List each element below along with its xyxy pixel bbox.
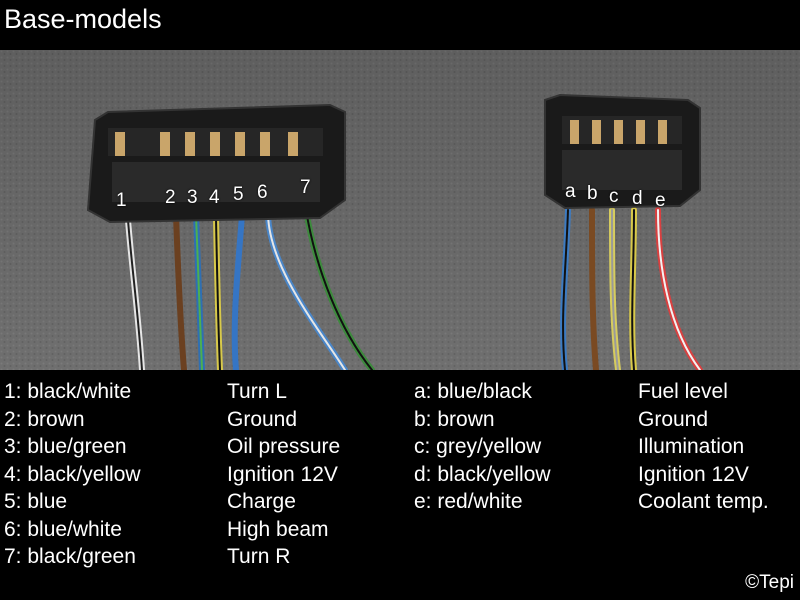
page-title: Base-models <box>4 4 162 34</box>
left-wire-list: 1: black/white 2: brown 3: blue/green 4:… <box>4 378 141 571</box>
right-wire-item: c: grey/yellow <box>414 435 542 458</box>
pin-label-5: 5 <box>233 184 244 205</box>
left-wire-item: 6: blue/white <box>4 517 122 541</box>
right-wire-item: e: red/white <box>414 490 523 513</box>
left-function-item: High beam <box>227 517 329 541</box>
wire-brown <box>173 212 187 370</box>
right-function-item: Ground <box>638 407 709 431</box>
pin-label-a: a <box>565 181 576 202</box>
right-wire-item: b: brown <box>414 407 495 431</box>
left-function-item: Ground <box>227 407 298 431</box>
connector-photo-drawing <box>0 50 800 370</box>
left-function-item: Turn R <box>227 545 291 568</box>
left-wire-item: 3: blue/green <box>4 435 127 458</box>
left-wire-item: 5: blue <box>4 490 68 513</box>
right-wire-item: d: black/yellow <box>414 462 551 486</box>
pin-label-b: b <box>587 183 598 204</box>
left-function-item: Turn L <box>227 380 287 403</box>
pin-label-7: 7 <box>300 177 311 198</box>
left-wire-item: 4: black/yellow <box>4 462 141 486</box>
pin-label-1: 1 <box>116 190 127 211</box>
pin-label-4: 4 <box>209 187 220 208</box>
left-function-item: Oil pressure <box>227 435 341 458</box>
left-function-list: Turn L Ground Oil pressure Ignition 12V … <box>227 378 340 571</box>
pin-label-3: 3 <box>187 187 198 208</box>
left-function-item: Charge <box>227 490 296 513</box>
left-function-item: Ignition 12V <box>227 462 338 486</box>
wire-blue <box>231 212 245 370</box>
right-function-item: Fuel level <box>638 380 728 403</box>
right-function-item: Coolant temp. <box>638 490 769 513</box>
wire-brown-right <box>589 207 599 370</box>
right-connector-wires <box>560 207 703 370</box>
right-function-list: Fuel level Ground Illumination Ignition … <box>638 378 769 516</box>
left-wire-item: 1: black/white <box>4 380 132 403</box>
right-wire-list: a: blue/black b: brown c: grey/yellow d:… <box>414 378 551 516</box>
pin-label-c: c <box>609 186 619 207</box>
right-wire-item: a: blue/black <box>414 380 532 403</box>
pin-label-e: e <box>655 190 666 211</box>
right-function-item: Illumination <box>638 435 745 458</box>
left-connector <box>86 103 346 224</box>
pin-label-6: 6 <box>257 182 268 203</box>
pin-label-d: d <box>632 188 643 209</box>
left-wire-item: 2: brown <box>4 407 85 431</box>
left-wire-item: 7: black/green <box>4 545 136 568</box>
pin-label-2: 2 <box>165 187 176 208</box>
left-connector-wires <box>125 207 375 370</box>
right-function-item: Ignition 12V <box>638 462 749 486</box>
copyright-notice: ©Tepi <box>745 572 794 593</box>
connector-photo: 1 2 3 4 5 6 7 a b c d e <box>0 50 800 370</box>
right-connector <box>544 93 701 210</box>
